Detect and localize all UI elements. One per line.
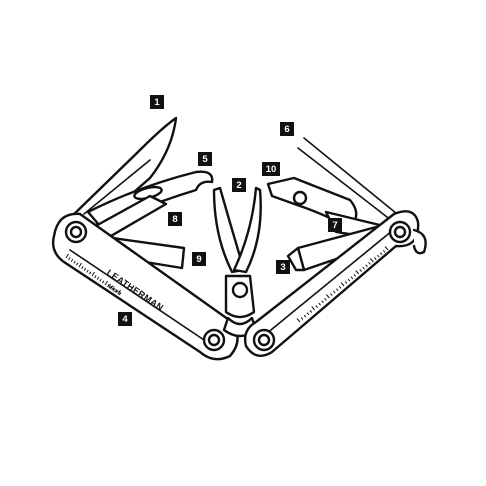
ruler-tick — [107, 284, 110, 288]
callout-3: 3 — [276, 260, 290, 274]
callout-9: 9 — [192, 252, 206, 266]
callout-4: 4 — [118, 312, 132, 326]
svg-text:3: 3 — [280, 262, 285, 273]
left-ruler — [65, 253, 121, 295]
svg-text:10: 10 — [266, 164, 277, 175]
ruler-tick — [350, 276, 354, 280]
ruler-tick — [324, 297, 327, 301]
ruler-tick — [365, 264, 368, 268]
ruler-tick — [75, 262, 79, 266]
ruler-tick — [91, 271, 95, 277]
ruler-tick — [338, 285, 342, 289]
ruler-tick — [321, 300, 324, 304]
ruler-tick — [109, 285, 113, 289]
callout-10: 10 — [262, 162, 280, 176]
ruler-tick — [306, 312, 310, 316]
ruler-tick — [325, 294, 330, 299]
right-pivot-inner — [393, 225, 407, 239]
ruler-tick — [309, 309, 313, 313]
ruler-tick — [311, 306, 316, 311]
ruler-tick — [374, 257, 377, 260]
knife-blade — [66, 116, 178, 234]
right-hinge-inner — [257, 333, 271, 347]
phillips-tip — [286, 246, 306, 272]
ruler-tick — [362, 266, 365, 270]
ruler-tick — [88, 271, 92, 275]
ruler-tick — [70, 258, 74, 262]
knife-edge-line — [83, 159, 151, 215]
ruler-tick — [382, 249, 386, 253]
ruler-tick — [300, 317, 304, 320]
left-handle — [51, 212, 239, 361]
ruler-tick — [296, 318, 301, 323]
svg-text:9: 9 — [196, 254, 201, 265]
ruler-tick — [340, 282, 345, 287]
ruler-tick — [114, 289, 118, 293]
svg-text:8: 8 — [172, 214, 177, 225]
callout-2: 2 — [232, 178, 246, 192]
svg-text:6: 6 — [284, 124, 289, 135]
ruler-tick — [377, 254, 380, 258]
svg-text:4: 4 — [122, 314, 128, 325]
left-tools-group: LEATHERMAN Micra — [51, 116, 239, 361]
ruler-tick — [96, 276, 100, 280]
ruler-tick — [101, 280, 105, 284]
scissor-pivot — [231, 281, 249, 299]
callout-6: 6 — [280, 122, 294, 136]
ruler-tick — [94, 275, 97, 279]
ruler-tick — [112, 287, 115, 291]
ruler-tick — [303, 314, 307, 318]
callout-5: 5 — [198, 152, 212, 166]
ruler-tick — [347, 278, 351, 282]
ruler-tick — [68, 257, 71, 261]
ruler-tick — [359, 269, 362, 272]
left-pivot-inner — [69, 225, 83, 239]
right-tools-group — [243, 137, 427, 358]
right-handle — [243, 210, 420, 358]
svg-text:7: 7 — [332, 220, 337, 231]
ruler-tick — [318, 302, 321, 306]
ruler-tick — [65, 253, 69, 259]
ruler-tick — [86, 269, 89, 273]
right-handle-inner — [265, 225, 399, 335]
left-hinge-inner — [207, 333, 221, 347]
ruler-tick — [355, 270, 360, 275]
ruler-tick — [335, 288, 339, 292]
tweezers-arm-b — [297, 147, 397, 225]
callout-8: 8 — [168, 212, 182, 226]
ruler-tick — [99, 278, 102, 282]
svg-text:1: 1 — [154, 97, 160, 108]
ruler-tick — [81, 266, 84, 270]
left-handle-inner — [69, 249, 211, 345]
key-ring — [412, 228, 427, 255]
tweezers-arm-a — [303, 137, 403, 219]
svg-text:2: 2 — [236, 180, 241, 191]
ruler-tick — [384, 246, 389, 251]
scissor-blade-right — [232, 186, 262, 274]
ruler-tick — [117, 289, 121, 295]
svg-text:5: 5 — [202, 154, 208, 165]
ruler-tick — [83, 267, 87, 271]
ruler-tick — [368, 261, 371, 265]
ruler-tick — [78, 262, 82, 268]
ruler-tick — [73, 260, 76, 264]
right-ruler — [296, 246, 389, 323]
ruler-tick — [379, 252, 383, 256]
ruler-tick — [330, 293, 333, 296]
ruler-tick — [369, 258, 374, 263]
ruler-tick — [333, 290, 336, 294]
callout-1: 1 — [150, 95, 164, 109]
ruler-tick — [344, 281, 348, 284]
ruler-tick — [315, 305, 318, 308]
ruler-tick — [104, 280, 108, 286]
callout-7: 7 — [328, 218, 342, 232]
ruler-tick — [353, 273, 357, 277]
cap-lifter-notch — [292, 190, 308, 206]
scissors-group — [212, 186, 262, 338]
